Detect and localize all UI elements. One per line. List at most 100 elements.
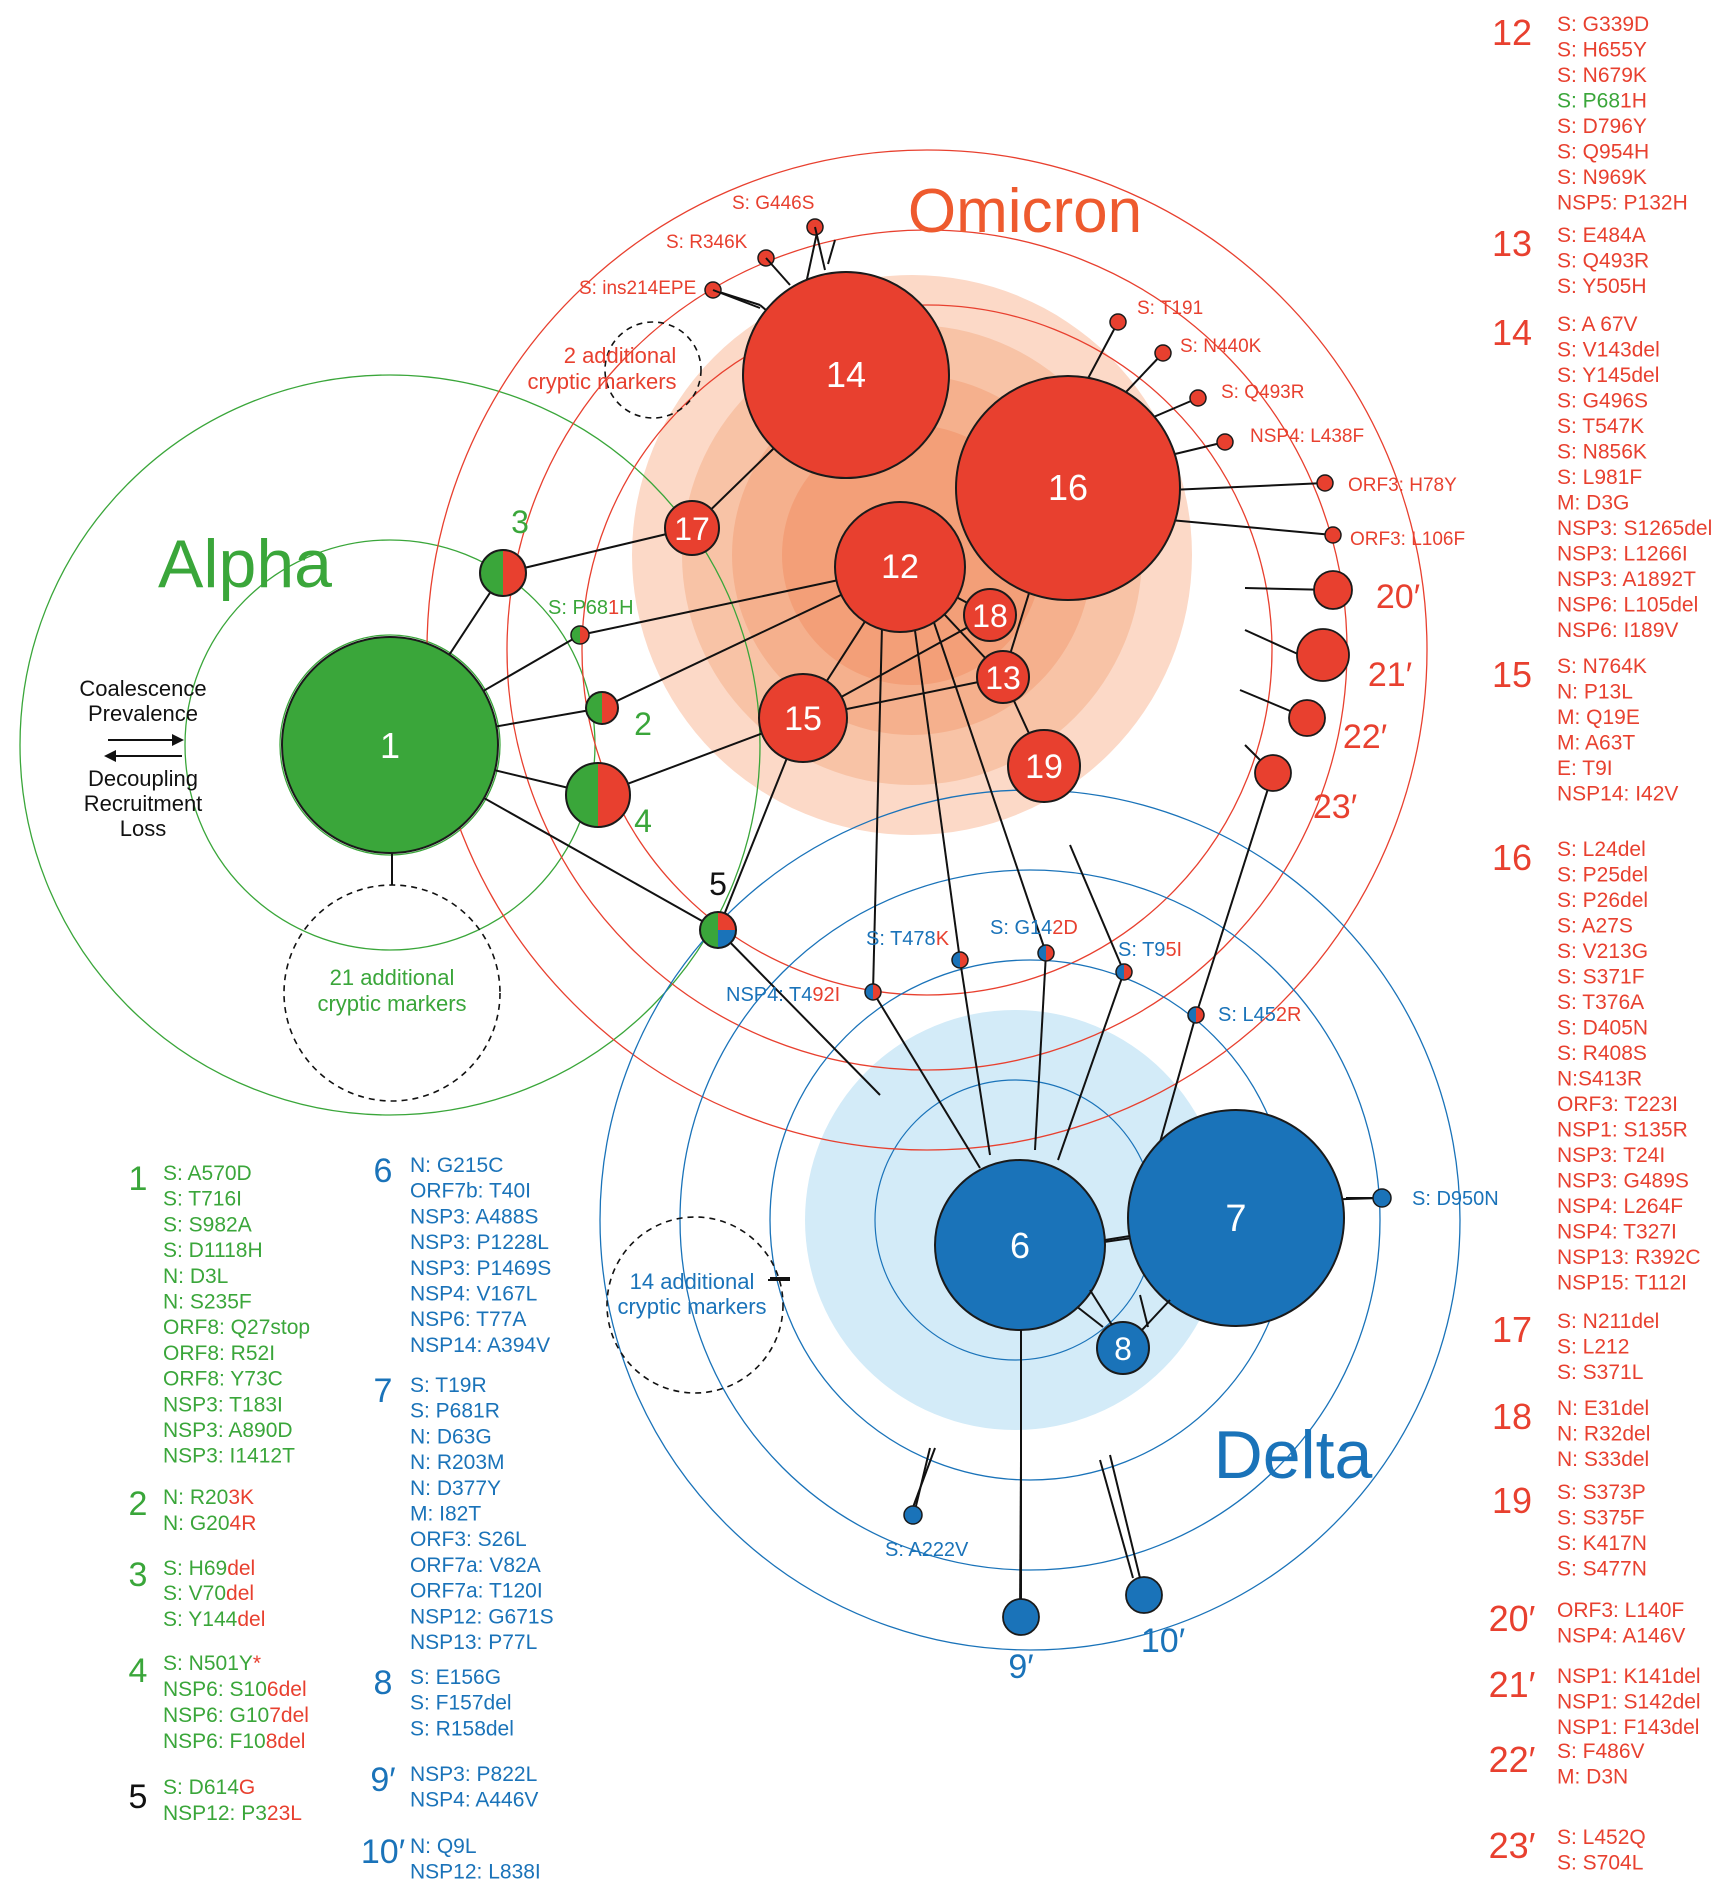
- node-18: 18: [963, 588, 1017, 642]
- mutation-item: S: F157del: [410, 1692, 512, 1715]
- mutation-group-id: 13: [1492, 223, 1532, 264]
- cryptic-omicron-label: 2 additional cryptic markers: [527, 343, 676, 394]
- svg-text:S: H69del: S: H69del: [163, 1557, 255, 1580]
- delta-title: Delta: [1214, 1417, 1373, 1493]
- svg-text:15: 15: [784, 700, 822, 738]
- mutation-item: S: D796Y: [1557, 115, 1647, 138]
- mutation-item: S: E484A: [1557, 224, 1646, 247]
- svg-text:NSP6: S106del: NSP6: S106del: [163, 1678, 307, 1701]
- mutation-item: NSP6: T77A: [410, 1308, 526, 1331]
- cryptic-delta-label: 14 additional cryptic markers: [617, 1269, 766, 1319]
- mutation-group-id: 9′: [370, 1761, 395, 1799]
- mutation-item: S: D1118H: [163, 1239, 263, 1262]
- mutation-item: S: A27S: [1557, 915, 1633, 938]
- mutation-item: NSP3: P1469S: [410, 1257, 551, 1280]
- mutation-item: M: Q19E: [1557, 706, 1640, 729]
- mutation-group-id: 19: [1492, 1480, 1532, 1521]
- svg-text:17: 17: [674, 511, 710, 547]
- mutation-item: S: N969K: [1557, 166, 1647, 189]
- mutation-item: S: T376A: [1557, 991, 1644, 1014]
- mutation-item: N: D377Y: [410, 1477, 501, 1500]
- mutation-item: NSP4: A446V: [410, 1789, 538, 1812]
- svg-text:S: T478K: S: T478K: [866, 928, 950, 950]
- node-19: 19: [1007, 729, 1081, 803]
- mutation-item: M: A63T: [1557, 732, 1635, 755]
- mutation-item: NSP6: L105del: [1557, 594, 1698, 617]
- node-6: 6: [934, 1159, 1106, 1331]
- legend-prevalence: Prevalence: [88, 701, 198, 726]
- mutation-item: S: S704L: [1557, 1852, 1643, 1875]
- mutation-item: NSP4: L264F: [1557, 1195, 1683, 1218]
- node-16: 16: [955, 375, 1181, 601]
- cryptic-omicron-line2: cryptic markers: [527, 369, 676, 394]
- svg-text:S: L452R: S: L452R: [1218, 1004, 1301, 1026]
- mutation-group-id: 6: [374, 1152, 393, 1190]
- mutation-item: NSP3: T24I: [1557, 1144, 1665, 1167]
- mutation-item: ORF3: T223I: [1557, 1093, 1678, 1116]
- mutation-group-id: 16: [1492, 837, 1532, 878]
- svg-text:18: 18: [972, 598, 1008, 634]
- svg-text:1: 1: [380, 725, 400, 766]
- svg-text:4: 4: [129, 1652, 148, 1690]
- omicron-title: Omicron: [908, 177, 1142, 246]
- mutation-item: S: N679K: [1557, 64, 1647, 87]
- legend-decoupling: Decoupling: [88, 766, 198, 791]
- mutation-item: S: V213G: [1557, 940, 1648, 963]
- svg-text:21′: 21′: [1368, 656, 1412, 694]
- mutation-item: S: G496S: [1557, 390, 1648, 413]
- label-n440k: S: N440K: [1180, 336, 1262, 357]
- mutation-group-id: 22′: [1489, 1739, 1536, 1780]
- node-5: 5: [699, 866, 737, 949]
- mutation-item: S: S371F: [1557, 966, 1645, 989]
- mutation-item: S: L212: [1557, 1336, 1629, 1359]
- mutation-item: N: D3L: [163, 1265, 228, 1288]
- mutation-item: ORF7b: T40I: [410, 1180, 531, 1203]
- mutation-group-id: 1: [129, 1160, 148, 1198]
- mutation-group-id: 18: [1492, 1396, 1532, 1437]
- mutation-group-id: 15: [1492, 654, 1532, 695]
- mutation-item: NSP3: I1412T: [163, 1445, 295, 1468]
- mutation-item: NSP4: T327I: [1557, 1221, 1677, 1244]
- mutation-item: S: F486V: [1557, 1740, 1645, 1763]
- node-13: 13: [976, 650, 1030, 704]
- mutation-item: NSP6: I189V: [1557, 619, 1678, 642]
- node-22: 22′: [1288, 699, 1387, 756]
- marker-t492i: NSP4: T492I: [726, 983, 882, 1006]
- mutation-item: NSP3: A488S: [410, 1205, 538, 1228]
- delta-small-markers: [903, 1188, 1392, 1525]
- svg-text:14: 14: [826, 354, 866, 395]
- cryptic-alpha-line2: cryptic markers: [317, 991, 466, 1016]
- mutation-item: N: D63G: [410, 1425, 492, 1448]
- mutation-item: S: P681R: [410, 1400, 500, 1423]
- cryptic-delta-line1: 14 additional: [630, 1269, 755, 1294]
- mutation-item: S: N856K: [1557, 441, 1647, 464]
- mutation-item: N:S413R: [1557, 1068, 1642, 1091]
- label-q493r: S: Q493R: [1221, 382, 1304, 403]
- label-l106f: ORF3: L106F: [1350, 529, 1465, 550]
- svg-text:S: N501Y*: S: N501Y*: [163, 1652, 261, 1675]
- mutation-item: S: T547K: [1557, 415, 1644, 438]
- mutation-item: S: D405N: [1557, 1017, 1648, 1040]
- svg-text:3: 3: [511, 504, 529, 540]
- mutation-item: NSP1: F143del: [1557, 1716, 1699, 1739]
- marker-g142d: S: G142D: [990, 917, 1078, 962]
- mutation-item: ORF8: Y73C: [163, 1368, 283, 1391]
- omicron-small-markers: [704, 218, 1342, 544]
- mutation-item: S: S477N: [1557, 1558, 1647, 1581]
- node-2: 2: [585, 691, 652, 742]
- mutation-item: NSP3: P1228L: [410, 1231, 549, 1254]
- mutation-item: S: N211del: [1557, 1310, 1659, 1333]
- mutation-item: S: Y145del: [1557, 364, 1659, 387]
- mutation-item: S: T716I: [163, 1188, 242, 1211]
- svg-text:NSP12: P323L: NSP12: P323L: [163, 1802, 302, 1825]
- svg-text:4: 4: [634, 803, 652, 839]
- mutation-item: S: N764K: [1557, 655, 1647, 678]
